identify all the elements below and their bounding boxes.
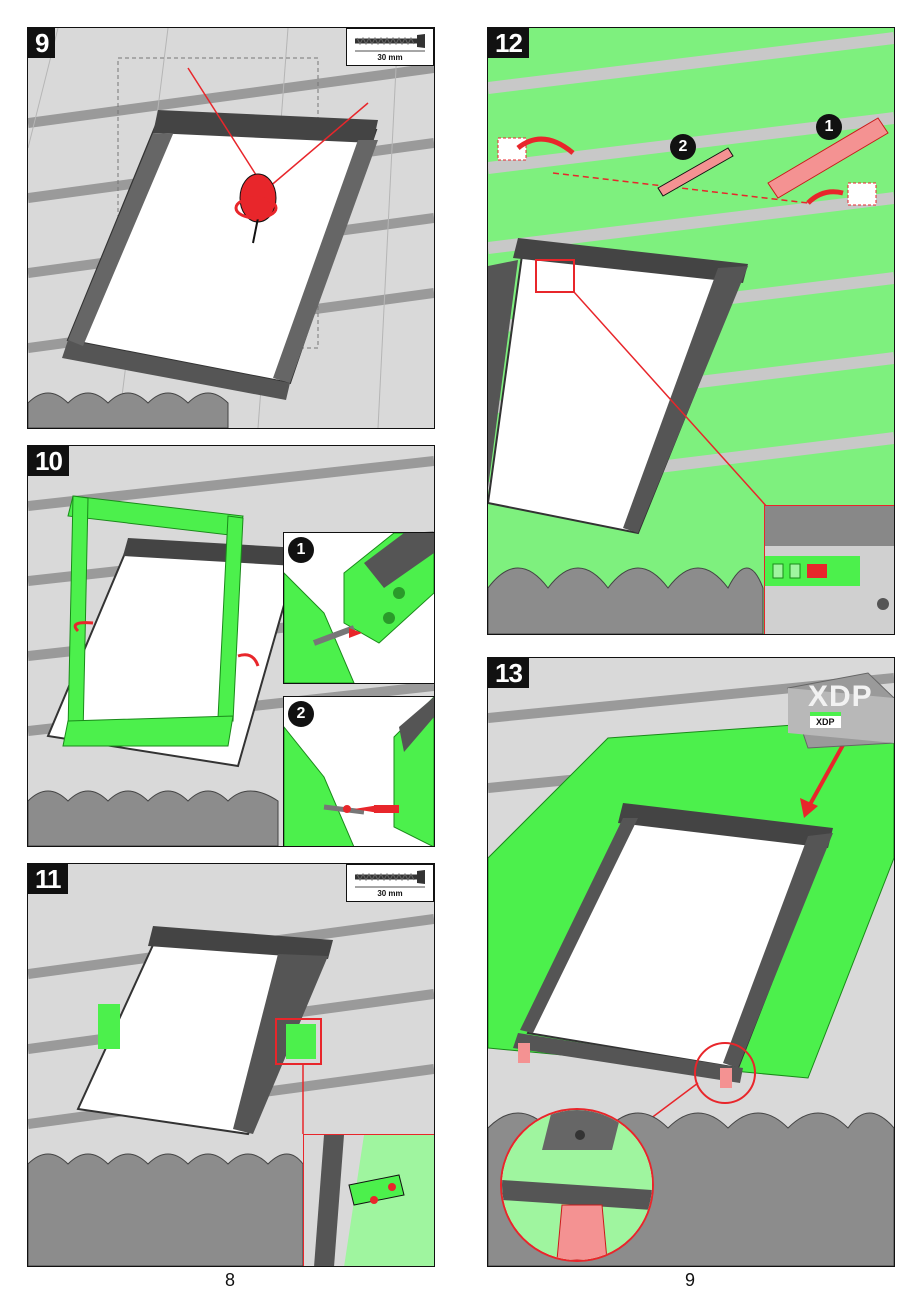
page-number-right: 9 [684, 1270, 695, 1290]
step-number: 10 [28, 446, 69, 476]
detail-2-illustration [284, 697, 434, 846]
detail-bullet: 2 [288, 701, 314, 727]
detail-1-illustration [284, 533, 434, 683]
detail-circle [500, 1108, 654, 1262]
detail-inset [764, 505, 894, 634]
step-number: 9 [28, 28, 56, 58]
step-11-panel: 11 30 mm [27, 863, 435, 1267]
screw-icon [355, 34, 425, 52]
detail-illustration [765, 506, 894, 634]
screw-length-label: 30 mm [377, 53, 403, 62]
page-number-left: 8 [224, 1270, 235, 1290]
detail-illustration [502, 1110, 652, 1260]
screw-length-label: 30 mm [377, 889, 403, 898]
step-number: 12 [488, 28, 529, 58]
detail-illustration [304, 1135, 434, 1266]
detail-inset-1: 1 [283, 532, 434, 684]
screw-length-box: 30 mm [346, 28, 434, 66]
package-label: XDP [808, 680, 873, 713]
step-9-illustration [28, 28, 434, 428]
package-tag: XDP [810, 712, 841, 728]
screw-icon [355, 870, 425, 888]
step-13-panel: 13 XDP XDP [487, 657, 895, 1267]
step-10-panel: 10 1 [27, 445, 435, 847]
step-number: 13 [488, 658, 529, 688]
step-12-panel: 12 1 2 [487, 27, 895, 635]
step-13-illustration [488, 672, 894, 1266]
step-bullet-knife: 2 [670, 134, 696, 160]
detail-bullet: 1 [288, 537, 314, 563]
step-9-panel: 9 30 mm [27, 27, 435, 429]
detail-inset [303, 1134, 434, 1266]
step-11-illustration [28, 914, 434, 1266]
detail-inset-2: 2 [283, 696, 434, 846]
step-bullet-saw: 1 [816, 114, 842, 140]
screw-length-box: 30 mm [346, 864, 434, 902]
step-number: 11 [28, 864, 68, 894]
